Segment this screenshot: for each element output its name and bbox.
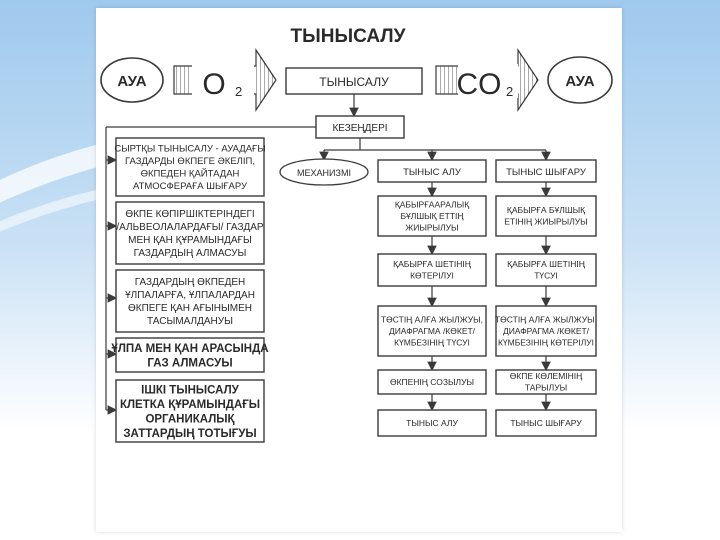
inhale-step-1-line-1: ҚАБЫРҒААРАЛЫҚ — [395, 199, 469, 209]
inhale-step-4-line-1: ӨКПЕНІҢ СОЗЫЛУЫ — [390, 377, 474, 387]
exhale-header: ТЫНЫС ШЫҒАРУ — [506, 167, 587, 178]
exhale-steps: ҚАБЫРҒА БҰЛШЫҚ ЕТІНІҢ ЖИЫРЫЛУЫ ҚАБЫРҒА ШЕТ… — [495, 182, 597, 437]
left-stage-box-5 — [115, 379, 265, 443]
inhale-step-3-line-1: ТӨСТІҢ АЛҒА ЖЫЛЖУЫ, — [381, 314, 483, 324]
mechanism-label: МЕХАНИЗМІ — [297, 168, 351, 178]
inhale-step-box-3 — [377, 305, 487, 357]
left-stage-2-line-1: ӨКПЕ КӨПІРШІКТЕРІНДЕГІ — [125, 209, 254, 220]
left-stage-5-line-4: ЗАТТАРДЫҢ ТОТЫҒУЫ — [123, 428, 256, 440]
center-label: ТЫНЫСАЛУ — [319, 75, 389, 89]
left-stage-4-line-2: ГАЗ АЛМАСУЫ — [147, 358, 232, 370]
inhale-step-box-5 — [377, 409, 487, 437]
exhale-step-4-line-2: ТАРЫЛУЫ — [525, 383, 567, 393]
left-stage-box-2 — [115, 201, 265, 265]
inhale-step-3-line-3: КҮМБЕЗІНІҢ ТҮСУІ — [394, 337, 470, 347]
exhale-step-box-2 — [495, 253, 597, 287]
respiration-diagram: ТЫНЫСАЛУ АУА O 2 ТЫНЫСАЛУ CO 2 АУА КЕЗЕҢ… — [100, 26, 613, 443]
left-stage-2-line-2: /АЛЬВЕОЛАЛАРДАҒЫ/ ГАЗДАР — [116, 222, 264, 233]
inhale-step-2-line-1: ҚАБЫРҒА ШЕТІНІҢ — [393, 259, 471, 269]
inhale-step-1-line-2: БҰЛШЫҚ ЕТТІҢ — [400, 211, 463, 221]
inhale-step-5-line-1: ТЫНЫС АЛУ — [406, 418, 458, 428]
exhale-step-1-line-2: ЕТІНІҢ ЖИЫРЫЛУЫ — [504, 217, 587, 227]
left-stage-4-line-1: ҰЛПА МЕН ҚАН АРАСЫНДА — [111, 343, 268, 355]
co2-arrow: CO 2 — [435, 48, 539, 112]
exhale-step-box-5 — [495, 409, 597, 437]
inhale-step-2-line-2: КӨТЕРІЛУІ — [410, 271, 454, 281]
left-stage-2-line-3: МЕН ҚАН ҚҰРАМЫНДАҒЫ — [128, 235, 252, 246]
slide-panel: ТЫНЫСАЛУ АУА O 2 ТЫНЫСАЛУ CO 2 АУА КЕЗЕҢ… — [96, 8, 622, 532]
exhale-step-box-4 — [495, 369, 597, 395]
inhale-step-box-4 — [377, 369, 487, 395]
exhale-step-3-line-3: КҮМБЕЗІНІҢ КӨТЕРІЛУІ — [498, 337, 594, 347]
o2-main: O — [202, 68, 225, 101]
exhale-step-box-1 — [495, 195, 597, 237]
exhale-step-3-line-2: ДИАФРАГМА /КӨКЕТ/ — [503, 326, 590, 336]
left-stage-5-line-1: ІШКІ ТЫНЫСАЛУ — [141, 385, 240, 397]
left-stage-1-line-1: СЫРТҚЫ ТЫНЫСАЛУ - АУАДАҒЫ — [114, 144, 265, 155]
left-stage-5-line-2: КЛЕТКА ҚҰРАМЫНДАҒЫ — [120, 399, 260, 411]
left-stage-box-4 — [115, 337, 265, 373]
left-stage-box-1 — [115, 137, 265, 197]
exhale-step-1-line-1: ҚАБЫРҒА БҰЛШЫҚ — [507, 205, 585, 215]
o2-subscript: 2 — [235, 84, 242, 99]
exhale-step-2-line-1: ҚАБЫРҒА ШЕТІНІҢ — [507, 259, 585, 269]
exhale-step-4-line-1: ӨКПЕ КӨЛЕМІНІҢ — [510, 371, 583, 381]
left-stage-3-line-3: ӨКПЕГЕ ҚАН АҒЫНЫМЕН — [128, 303, 252, 314]
inhale-step-3-line-2: ДИАФРАГМА /КӨКЕТ/ — [389, 326, 476, 336]
right-air-ellipse — [547, 56, 613, 104]
exhale-step-box-3 — [495, 305, 597, 357]
inhale-header: ТЫНЫС АЛУ — [403, 167, 462, 178]
exhale-step-3-line-1: ТӨСТІҢ АЛҒА ЖЫЛЖУЫ, — [495, 314, 597, 324]
diagram-title: ТЫНЫСАЛУ — [291, 26, 406, 47]
inhale-step-1-line-3: ЖИЫРЫЛУЫ — [405, 222, 458, 232]
co2-main: CO — [457, 68, 502, 101]
left-air-ellipse — [100, 57, 164, 103]
left-stage-3-line-2: ҰЛПАЛАРҒА, ҰЛПАЛАРДАН — [125, 290, 255, 301]
exhale-step-5-line-1: ТЫНЫС ШЫҒАРУ — [510, 418, 582, 428]
left-stage-5-line-3: ОРГАНИКАЛЫҚ — [145, 414, 234, 426]
co2-subscript: 2 — [506, 84, 513, 99]
left-air-label: АУА — [117, 73, 146, 90]
left-stage-1-line-3: ӨКПЕДЕН ҚАЙТАДАН — [141, 168, 240, 180]
mechanism-ellipse — [279, 158, 369, 186]
exhale-step-2-line-2: ТҮСУІ — [534, 271, 558, 281]
left-stage-1-line-2: ГАЗДАРДЫ ӨКПЕГЕ ӘКЕЛІП, — [125, 156, 255, 167]
stages-label: КЕЗЕҢДЕРІ — [332, 123, 387, 134]
left-stage-box-3 — [115, 269, 265, 333]
o2-arrow: O 2 — [173, 48, 277, 112]
left-stage-3-line-1: ГАЗДАРДЫҢ ӨКПЕДЕН — [135, 277, 246, 288]
left-stage-1-line-4: АТМОСФЕРАҒА ШЫҒАРУ — [133, 181, 248, 192]
left-stage-2-line-4: ГАЗДАРДЫҢ АЛМАСУЫ — [134, 248, 247, 259]
right-air-label: АУА — [565, 73, 594, 90]
left-stage-3-line-4: ТАСЫМАЛДАНУЫ — [147, 316, 233, 327]
